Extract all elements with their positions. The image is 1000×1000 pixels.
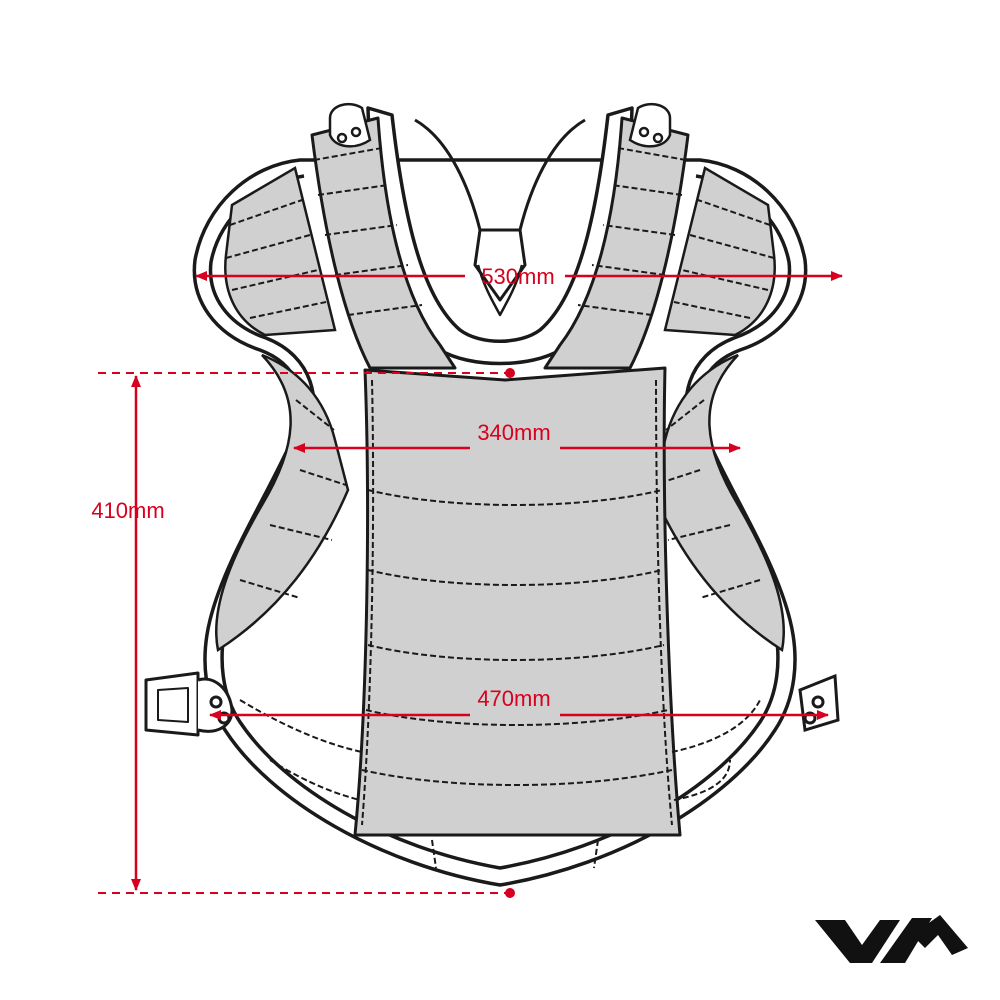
hatakeyama-logo	[815, 915, 968, 963]
left-side-pad	[214, 353, 350, 653]
chest-width-label: 340mm	[477, 420, 550, 445]
right-collar-strap	[543, 116, 690, 370]
right-shoulder-pad	[663, 166, 776, 337]
height-bottom-point	[505, 888, 515, 898]
dimension-lines	[98, 271, 843, 894]
protector-rim	[208, 174, 792, 870]
left-shoulder-pad	[224, 166, 337, 337]
buckle-icon	[144, 671, 234, 737]
right-shoulder-clip	[628, 102, 672, 148]
lower-stitching	[239, 699, 761, 869]
waist-width-label: 470mm	[477, 686, 550, 711]
shoulder-width-label: 530mm	[481, 264, 554, 289]
height-top-point	[505, 368, 515, 378]
left-collar-strap	[310, 116, 457, 370]
height-label: 410mm	[91, 498, 164, 523]
left-shoulder-clip	[328, 102, 372, 148]
right-side-clip	[798, 673, 840, 732]
center-chest-plate	[353, 366, 682, 837]
